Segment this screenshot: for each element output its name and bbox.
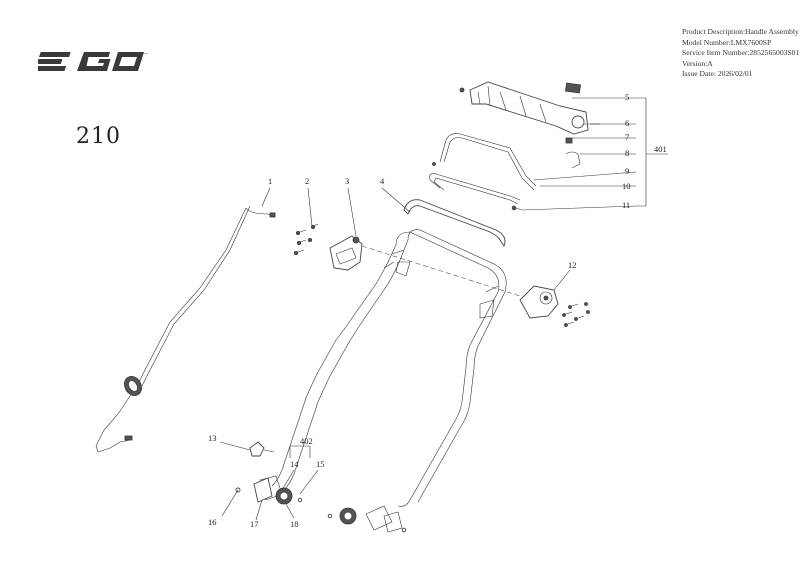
- part-4-top-grip: [403, 199, 506, 247]
- callout-402: 402: [300, 436, 313, 446]
- product-info-block: Product Description:Handle Assembly Mode…: [682, 27, 799, 80]
- callout-13: 13: [208, 433, 217, 443]
- callout-1: 1: [268, 176, 272, 186]
- callout-10: 10: [622, 181, 631, 191]
- part-10-bail: [429, 173, 521, 205]
- callout-labels: 1 2 3 4 5 6 7 8 9 10 11 401 12 13 402 14…: [208, 92, 667, 529]
- callout-8: 8: [625, 148, 629, 158]
- part-18-knob: [275, 487, 293, 505]
- ego-logo: ™: [38, 52, 148, 71]
- callout-11: 11: [622, 200, 630, 210]
- issue-date: Issue Date: 2026/02/01: [682, 69, 753, 79]
- part-17-plate: [253, 477, 273, 503]
- control-module-assembly: [459, 81, 600, 144]
- svg-text:™: ™: [144, 52, 148, 57]
- callout-5: 5: [625, 92, 629, 102]
- callout-12: 12: [568, 260, 577, 270]
- part-2-screws: [293, 223, 319, 255]
- version: Version:A: [682, 58, 713, 68]
- part-8-clip: [565, 151, 581, 169]
- page-number: 210: [76, 124, 121, 149]
- part-11-screw: [432, 162, 523, 211]
- callout-7: 7: [625, 132, 629, 142]
- callout-9: 9: [625, 166, 629, 176]
- part-3-left-knob: [329, 235, 363, 271]
- part-9-bail: [439, 133, 537, 191]
- callout-18: 18: [290, 519, 299, 529]
- service-item-number: Service Item Number:2852565003S01: [682, 48, 800, 58]
- model-number: Model Number:LMX7600SP: [682, 37, 772, 47]
- callout-2: 2: [305, 176, 309, 186]
- callout-401: 401: [654, 144, 667, 154]
- callout-17: 17: [250, 519, 259, 529]
- part-13-clip: [249, 441, 275, 457]
- callout-16: 16: [208, 517, 217, 527]
- callout-14: 14: [290, 459, 299, 469]
- callout-4: 4: [380, 176, 385, 186]
- callout-6: 6: [625, 118, 629, 128]
- leader-lines: [219, 97, 668, 521]
- right-knob-lower: [339, 507, 357, 525]
- part-16-washer: [235, 487, 407, 533]
- part-12-right-knob: [519, 285, 590, 327]
- callout-15: 15: [316, 459, 325, 469]
- callout-3: 3: [345, 176, 349, 186]
- product-description: Product Description:Handle Assembly: [682, 27, 799, 36]
- part-1-cable: [95, 205, 276, 453]
- handle-frame: [259, 229, 507, 533]
